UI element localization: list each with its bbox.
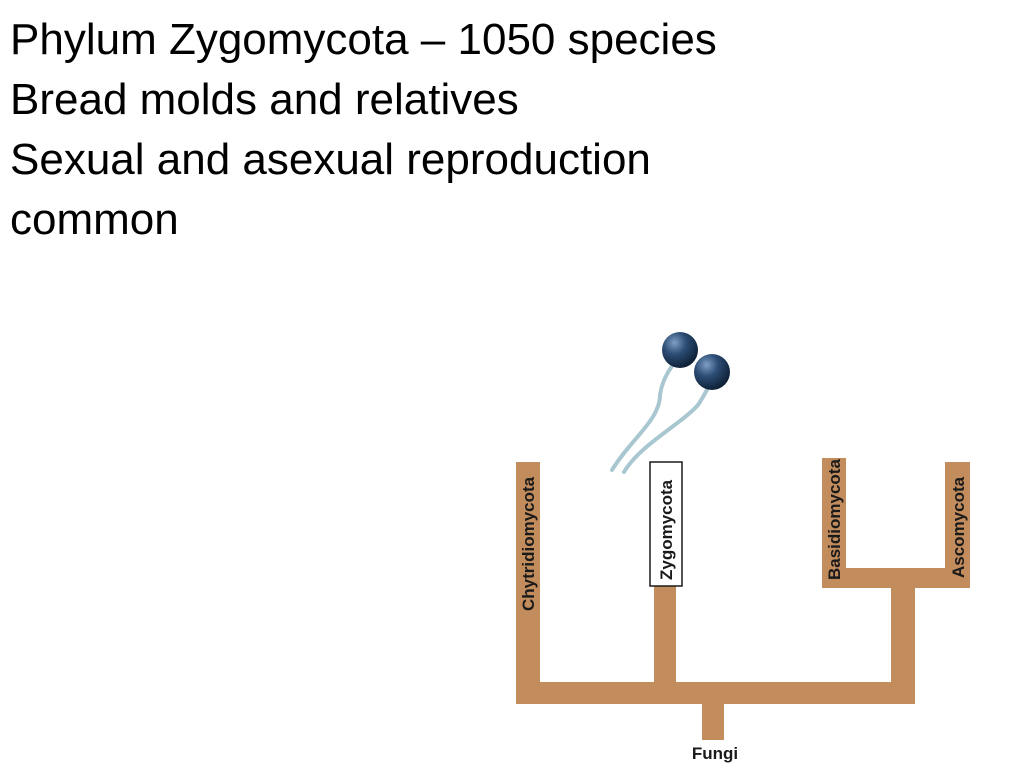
root-label-fungi: Fungi bbox=[692, 744, 738, 763]
bullet-reproduction: Sexual and asexual reproduction bbox=[10, 135, 651, 184]
clade-label-ascomycota: Ascomycota bbox=[949, 476, 968, 578]
branch-dikarya bbox=[891, 578, 915, 692]
branch-zygomycota bbox=[654, 586, 676, 692]
clade-label-zygomycota: Zygomycota bbox=[657, 479, 676, 580]
sporangium-stalk-right bbox=[622, 378, 714, 474]
slide-text: Phylum Zygomycota – 1050 species Bread m… bbox=[10, 10, 990, 250]
bullet-bread-molds: Bread molds and relatives bbox=[10, 75, 519, 124]
sporangium-head-left bbox=[662, 332, 698, 368]
sporangium-head-right bbox=[694, 354, 730, 390]
branch-main-horizontal bbox=[516, 682, 915, 704]
branch-dikarya-horizontal bbox=[822, 568, 970, 588]
clade-label-chytridiomycota: Chytridiomycota bbox=[519, 476, 538, 611]
sporangium-illustration bbox=[610, 332, 730, 474]
sporangium-stalk-left bbox=[610, 356, 680, 472]
branch-ascomycota bbox=[945, 462, 970, 585]
branch-basidiomycota bbox=[822, 458, 846, 583]
bullet-reproduction-cont: common bbox=[10, 195, 179, 244]
branch-root bbox=[702, 694, 724, 740]
branch-chytridiomycota bbox=[516, 462, 540, 702]
slide-title: Phylum Zygomycota – 1050 species bbox=[10, 15, 717, 64]
clade-label-basidiomycota: Basidiomycota bbox=[825, 459, 844, 580]
tree-branches bbox=[516, 458, 970, 740]
zygomycota-highlight-box bbox=[649, 461, 683, 587]
